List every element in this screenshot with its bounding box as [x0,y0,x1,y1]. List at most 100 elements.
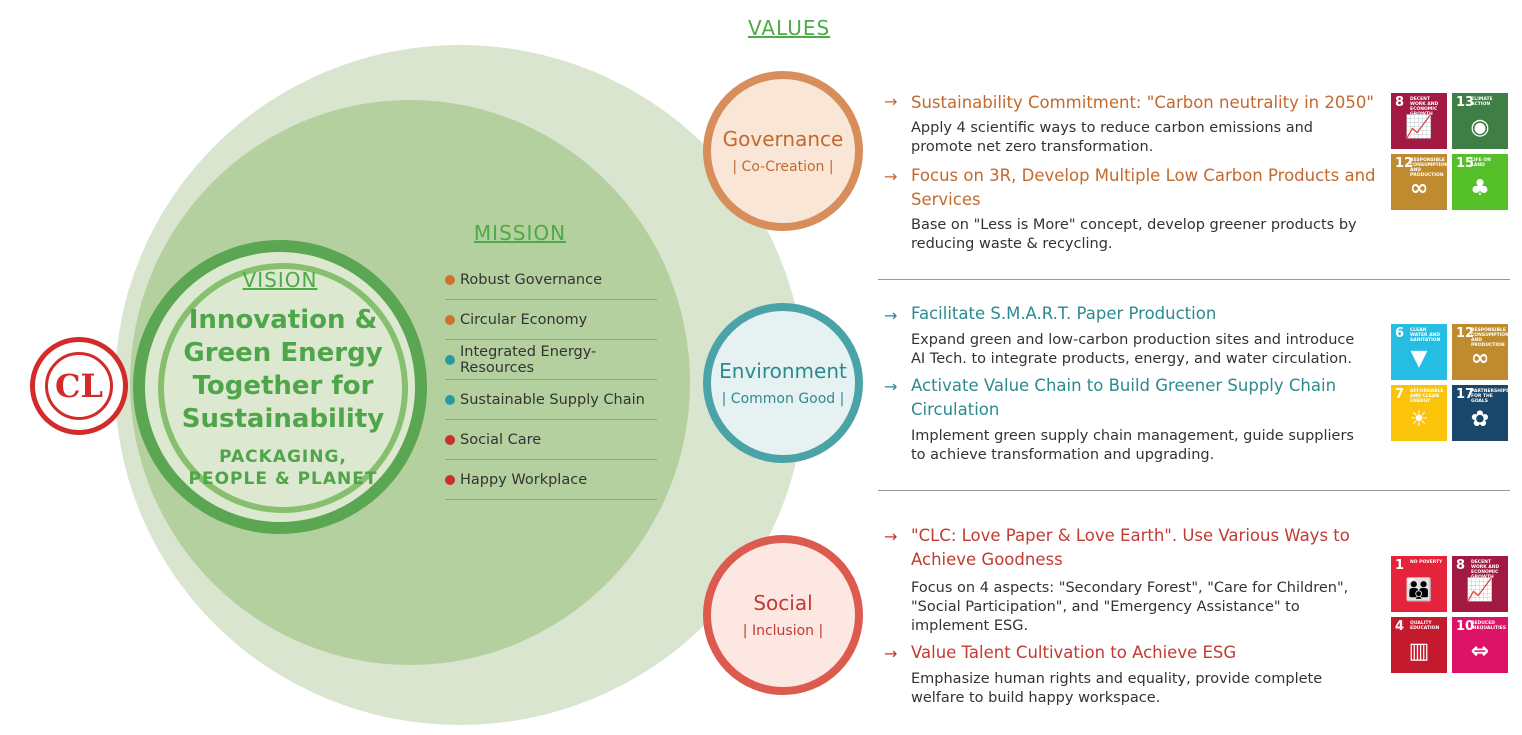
sdg-number: 15 [1456,156,1475,171]
mission-item: Integrated Energy-Resources [445,340,657,380]
sdg-number: 1 [1395,558,1405,573]
env-smart-body: Expand green and low-carbon production s… [911,332,1355,367]
sdg-number: 10 [1456,619,1475,634]
chart-up-icon: 📈 [1405,115,1433,140]
mission-title: MISSION [473,221,567,245]
mission-item: Robust Governance [445,260,657,300]
social-sublabel: | Inclusion | [742,623,824,639]
sdg-label: CLIMATE ACTION [1471,97,1493,107]
sdg-label: REDUCED INEQUALITIES [1471,621,1506,631]
social-circle: Social | Inclusion | [703,535,863,695]
sdg-1-badge: 1 NO POVERTY 👪 [1391,556,1447,612]
section-divider [878,490,1510,491]
water-drop-icon: ▼ [1410,346,1428,371]
environment-label: Environment [719,359,847,383]
soc-talent-body: Emphasize human rights and equality, pro… [911,671,1323,706]
soc-love-paper-body: Focus on 4 aspects: "Secondary Forest", … [911,580,1349,634]
governance-label: Governance [722,127,844,151]
sdg-4-badge: 4 QUALITY EDUCATION ▥ [1391,617,1447,673]
equality-icon: ⇔ [1470,639,1490,664]
arrow-icon: → [884,92,898,111]
infinity-icon: ∞ [1470,346,1490,371]
values-title: VALUES [748,16,831,40]
vision-title: VISION [242,268,318,292]
env-value-chain-heading: Activate Value Chain to Build Greener Su… [911,376,1337,419]
clc-logo-mark: CL [45,352,113,420]
sdg-number: 8 [1395,95,1405,110]
sdg-label: DECENT WORK AND ECONOMIC GROWTH [1471,560,1500,580]
arrow-icon: → [884,377,898,396]
soc-love-paper-heading: "CLC: Love Paper & Love Earth". Use Vari… [911,526,1350,569]
gov-3r-heading: Focus on 3R, Develop Multiple Low Carbon… [911,166,1376,209]
sdg-label: NO POVERTY [1410,560,1443,565]
arrow-icon: → [884,167,898,186]
arrow-icon: → [884,306,898,325]
sdg-label: RESPONSIBLE CONSUMPTION AND PRODUCTION [1471,328,1509,348]
social-label: Social [753,591,813,615]
bullet-dot-icon [445,434,455,445]
gov-commitment-body: Apply 4 scientific ways to reduce carbon… [911,120,1313,155]
arrow-icon: → [884,527,898,546]
sdg-number: 12 [1395,156,1414,171]
sdg-number: 7 [1395,387,1405,402]
env-value-chain-body: Implement green supply chain management,… [911,428,1354,463]
gov-3r-body: Base on "Less is More" concept, develop … [911,217,1357,252]
sdg-number: 13 [1456,95,1475,110]
clc-logo: CL [30,337,128,435]
vision-subtitle: PACKAGING, PEOPLE & PLANET [188,447,378,489]
sdg-number: 8 [1456,558,1466,573]
arrow-icon: → [884,644,898,663]
book-icon: ▥ [1408,639,1430,664]
mission-item-label: Happy Workplace [460,471,588,488]
sdg-number: 17 [1456,387,1475,402]
env-smart-heading: Facilitate S.M.A.R.T. Paper Production [911,304,1217,323]
environment-circle: Environment | Common Good | [703,303,863,463]
bullet-dot-icon [445,354,455,365]
sdg-number: 12 [1456,326,1475,341]
eye-globe-icon: ◉ [1470,115,1490,140]
sdg-label: QUALITY EDUCATION [1410,621,1440,631]
sdg-label: AFFORDABLE AND CLEAN ENERGY [1410,389,1444,404]
mission-item-label: Integrated Energy-Resources [460,343,597,376]
infinity-icon: ∞ [1409,176,1429,201]
family-icon: 👪 [1405,578,1433,603]
sdg-8-badge: 8 DECENT WORK AND ECONOMIC GROWTH📈 [1452,556,1508,612]
sdg-6-badge: 6 CLEAN WATER AND SANITATION ▼ [1391,324,1447,380]
sdg-7-badge: 7 AFFORDABLE AND CLEAN ENERGY ☀ [1391,385,1447,441]
vision-statement: Innovation & Green Energy Together for S… [181,305,385,434]
environment-sublabel: | Common Good | [721,391,845,407]
sun-icon: ☀ [1409,407,1429,432]
mission-item: Happy Workplace [445,460,657,500]
bullet-dot-icon [445,394,455,405]
sdg-number: 6 [1395,326,1405,341]
sdg-label: RESPONSIBLE CONSUMPTION AND PRODUCTION [1410,158,1448,178]
sdg-label: LIFE ON LAND [1471,158,1491,168]
mission-item-label: Sustainable Supply Chain [460,391,645,408]
sdg-label: CLEAN WATER AND SANITATION [1410,328,1441,343]
mission-item-label: Social Care [460,431,542,448]
mission-item: Social Care [445,420,657,460]
gov-commitment-heading: Sustainability Commitment: "Carbon neutr… [911,93,1374,112]
mission-item-label: Robust Governance [460,271,603,288]
tree-icon: ♣ [1470,176,1490,201]
soc-talent-heading: Value Talent Cultivation to Achieve ESG [911,643,1237,662]
bullet-dot-icon [445,474,455,485]
section-divider [878,279,1510,280]
mission-item: Sustainable Supply Chain [445,380,657,420]
bullet-dot-icon [445,274,455,285]
governance-circle: Governance | Co-Creation | [703,71,863,231]
bullet-dot-icon [445,314,455,325]
flower-icon: ✿ [1470,407,1490,432]
sdg-number: 4 [1395,619,1405,634]
chart-up-icon: 📈 [1466,578,1494,603]
mission-item-label: Circular Economy [460,311,588,328]
sdg-label: PARTNERSHIPS FOR THE GOALS [1471,389,1510,404]
